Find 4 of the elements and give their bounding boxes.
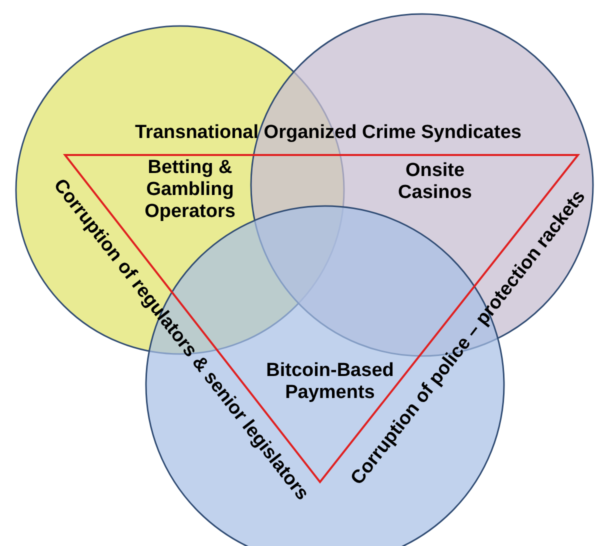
circle-label: Onsite Casinos — [397, 160, 473, 204]
side-label: Transnational Organized Crime Syndicates — [135, 122, 522, 144]
circle-label: Bitcoin-Based Payments — [265, 360, 395, 404]
circle-label: Betting & Gambling Operators — [144, 157, 236, 223]
